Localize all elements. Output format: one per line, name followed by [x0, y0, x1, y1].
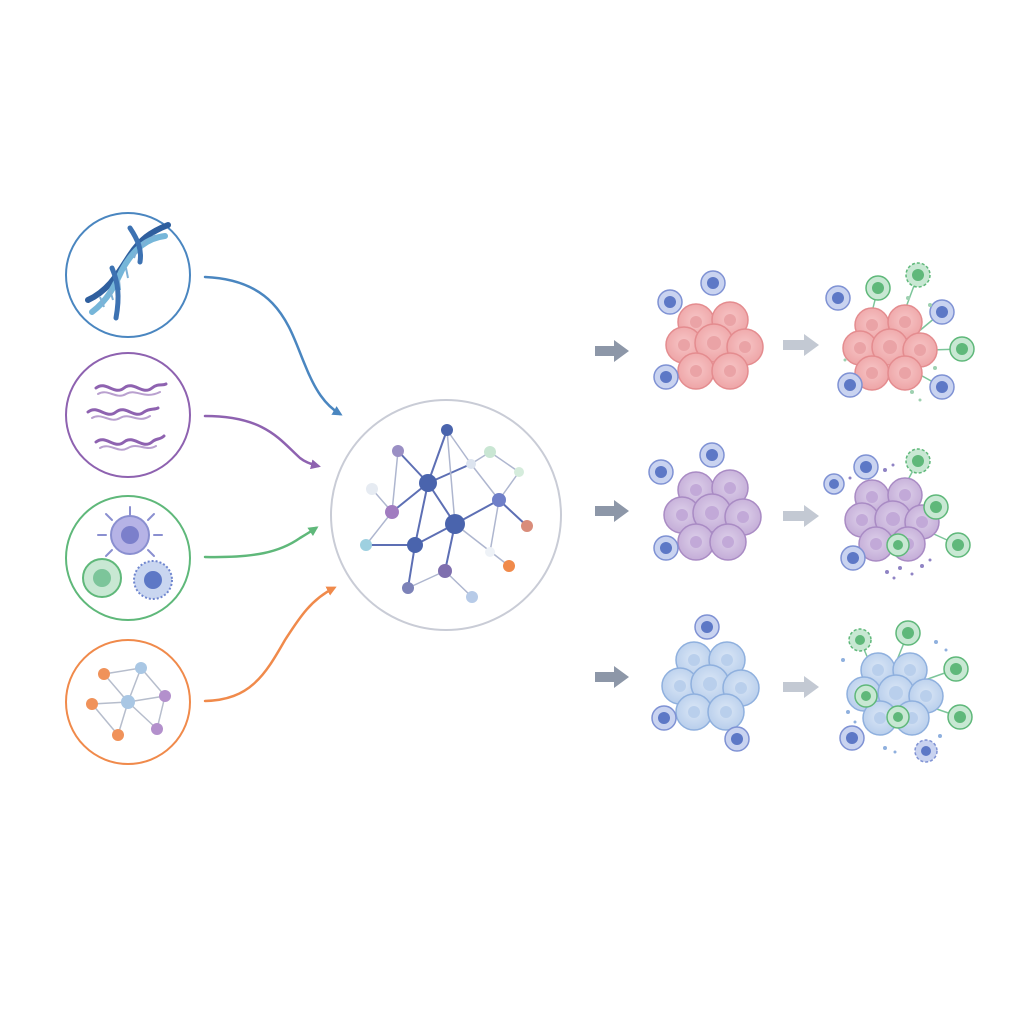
- rna-strands-icon: [86, 382, 168, 451]
- immune-cells-icon: [82, 506, 173, 600]
- genomics-input: [65, 212, 191, 338]
- arrow-row-3-a: [595, 666, 629, 688]
- arrow-row-2-b: [783, 505, 819, 527]
- hub-circle: [330, 399, 562, 631]
- input-arrows: [203, 275, 343, 703]
- interaction-network-icon: [86, 662, 171, 741]
- arrow-row-1-b: [783, 334, 819, 356]
- tumor-response-purple: [823, 448, 971, 580]
- arrow-row-1-a: [595, 340, 629, 362]
- genomics-arrow: [203, 275, 343, 416]
- tumor-cluster-purple: [648, 442, 762, 561]
- cells-arrow: [203, 526, 319, 559]
- integration-hub: [330, 399, 562, 631]
- arrow-row-3-b: [783, 676, 819, 698]
- tumor-cluster-red: [653, 270, 764, 390]
- transcriptomics-circle: [65, 352, 191, 478]
- transcriptomics-input: [65, 352, 191, 478]
- outcome-arrows: [595, 334, 819, 698]
- tumor-response-blue: [839, 620, 973, 763]
- cells-input: [65, 495, 191, 621]
- tumor-response-red: [825, 262, 975, 402]
- tumor-cluster-blue: [651, 614, 760, 752]
- transcriptomics-arrow: [203, 414, 321, 470]
- arrow-row-2-a: [595, 500, 629, 522]
- cells-circle: [65, 495, 191, 621]
- dna-helix-icon: [85, 222, 171, 321]
- network-input: [65, 639, 191, 765]
- network-arrow: [203, 586, 337, 703]
- hub-network-nodes: [360, 424, 533, 603]
